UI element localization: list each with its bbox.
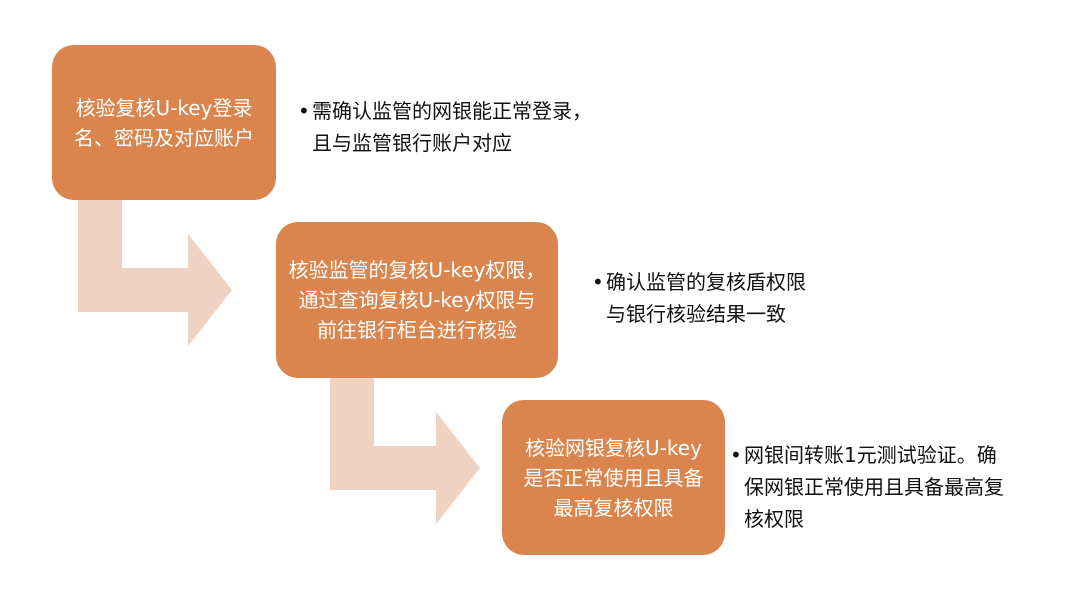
bullet-icon: • — [592, 270, 604, 294]
step-1-note-line: •需确认监管的网银能正常登录， — [298, 95, 592, 127]
arrow-step1-to-step2 — [78, 200, 232, 346]
step-3-note-line: •网银间转账1元测试验证。确 — [730, 439, 1004, 471]
step-2-box-line: 通过查询复核U-key权限与 — [298, 288, 536, 312]
step-3-box-line: 核验网银复核U-key — [525, 435, 702, 460]
step-3-box-line: 是否正常使用且具备 — [523, 465, 704, 490]
step-2-box-line: 核验监管的复核U-key权限， — [288, 258, 546, 282]
step-2-note-line: •确认监管的复核盾权限 — [592, 266, 806, 298]
step-1-note: •需确认监管的网银能正常登录， 且与监管银行账户对应 — [298, 95, 592, 159]
step-1-box-line: 核验复核U-key登录 — [75, 95, 253, 120]
step-3-box-line: 最高复核权限 — [553, 495, 674, 520]
step-2-box: 核验监管的复核U-key权限， 通过查询复核U-key权限与 前往银行柜台进行核… — [276, 222, 558, 378]
step-2-note-line: 与银行核验结果一致 — [606, 302, 786, 326]
step-2-box-line: 前往银行柜台进行核验 — [317, 318, 517, 342]
step-3-note: •网银间转账1元测试验证。确 保网银正常使用且具备最高复 核权限 — [730, 439, 1004, 535]
step-2-note: •确认监管的复核盾权限 与银行核验结果一致 — [592, 266, 806, 330]
step-3-box: 核验网银复核U-key 是否正常使用且具备 最高复核权限 — [502, 400, 725, 555]
step-3-note-line: 保网银正常使用且具备最高复 — [744, 475, 1004, 499]
arrow-step2-to-step3 — [330, 378, 480, 524]
step-3-note-line: 核权限 — [744, 507, 804, 531]
bullet-icon: • — [730, 443, 742, 467]
step-1-box-line: 名、密码及对应账户 — [74, 125, 254, 150]
bullet-icon: • — [298, 99, 310, 123]
step-1-box: 核验复核U-key登录 名、密码及对应账户 — [52, 45, 276, 200]
step-1-note-line: 且与监管银行账户对应 — [312, 131, 512, 155]
